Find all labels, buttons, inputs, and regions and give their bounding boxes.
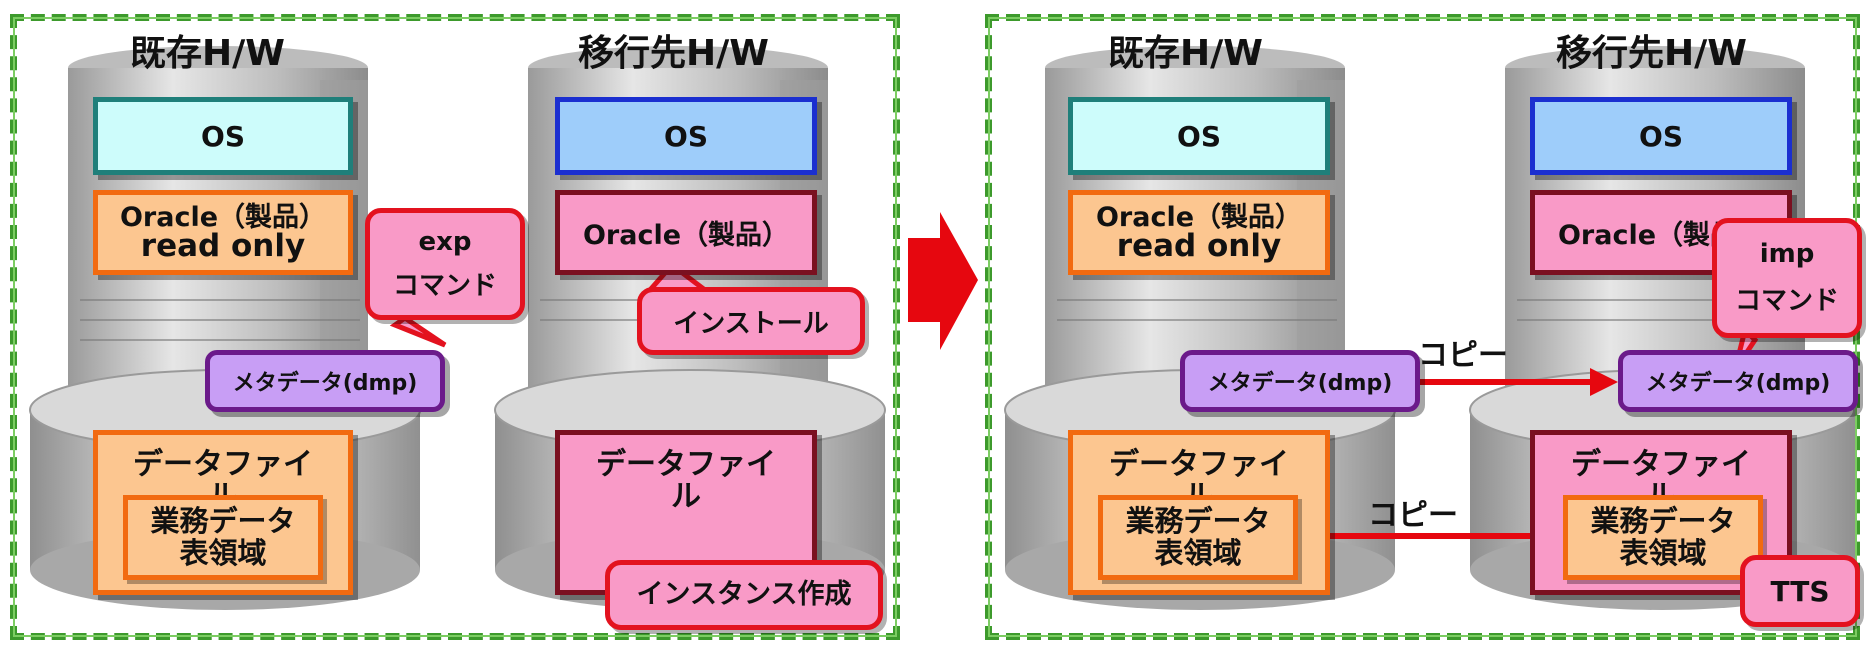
callout-line2: コマンド <box>392 271 497 301</box>
datafile-label: データファイル <box>133 447 313 512</box>
read-only-note: read only <box>1116 227 1282 264</box>
after-source-tablespace: 業務データ 表領域 <box>1098 495 1298 580</box>
tablespace-line2: 表領域 <box>1154 535 1242 570</box>
after-target-tablespace: 業務データ 表領域 <box>1563 495 1763 580</box>
tablespace-line2: 表領域 <box>179 535 267 570</box>
after-source-product: Oracle（製品） read only <box>1068 190 1330 275</box>
before-source-tablespace: 業務データ 表領域 <box>123 495 323 580</box>
before-source-product: Oracle（製品） read only <box>93 190 353 275</box>
before-source-metadata: メタデータ(dmp) <box>205 350 445 412</box>
tts-callout: TTS <box>1740 555 1860 627</box>
metadata-copy-label: コピー <box>1418 338 1508 373</box>
callout-line1: imp <box>1759 239 1815 270</box>
tablespace-line2: 表領域 <box>1619 535 1707 570</box>
datafile-copy-label: コピー <box>1368 498 1458 533</box>
before-source-title: 既存H/W <box>130 33 285 74</box>
callout-tail <box>389 314 447 348</box>
imp-command-callout: imp コマンド <box>1712 218 1862 338</box>
callout-line2: コマンド <box>1734 286 1839 316</box>
before-target-title: 移行先H/W <box>578 33 769 74</box>
after-target-metadata: メタデータ(dmp) <box>1618 350 1858 412</box>
before-source-os: OS <box>93 97 353 175</box>
before-target-product: Oracle（製品） <box>555 190 817 275</box>
after-source-metadata: メタデータ(dmp) <box>1180 350 1420 412</box>
after-target-os: OS <box>1530 97 1792 175</box>
metadata-copy-arrow <box>1420 368 1618 396</box>
callout-line1: exp <box>418 226 472 257</box>
install-callout: インストール <box>637 287 865 355</box>
after-source-title: 既存H/W <box>1108 33 1263 74</box>
transition-arrow-icon <box>908 212 978 350</box>
tablespace-line1: 業務データ <box>1590 503 1736 538</box>
product-label: Oracle（製品） <box>119 201 327 233</box>
datafile-label: データファイル <box>596 447 776 514</box>
exp-command-callout: exp コマンド <box>365 208 525 320</box>
product-label: Oracle（製品） <box>1095 201 1303 233</box>
tablespace-line1: 業務データ <box>1125 503 1271 538</box>
create-instance-callout: インスタンス作成 <box>605 560 883 630</box>
after-target-title: 移行先H/W <box>1556 33 1747 74</box>
read-only-note: read only <box>140 227 306 264</box>
after-source-os: OS <box>1068 97 1330 175</box>
before-target-os: OS <box>555 97 817 175</box>
tablespace-line1: 業務データ <box>150 503 296 538</box>
